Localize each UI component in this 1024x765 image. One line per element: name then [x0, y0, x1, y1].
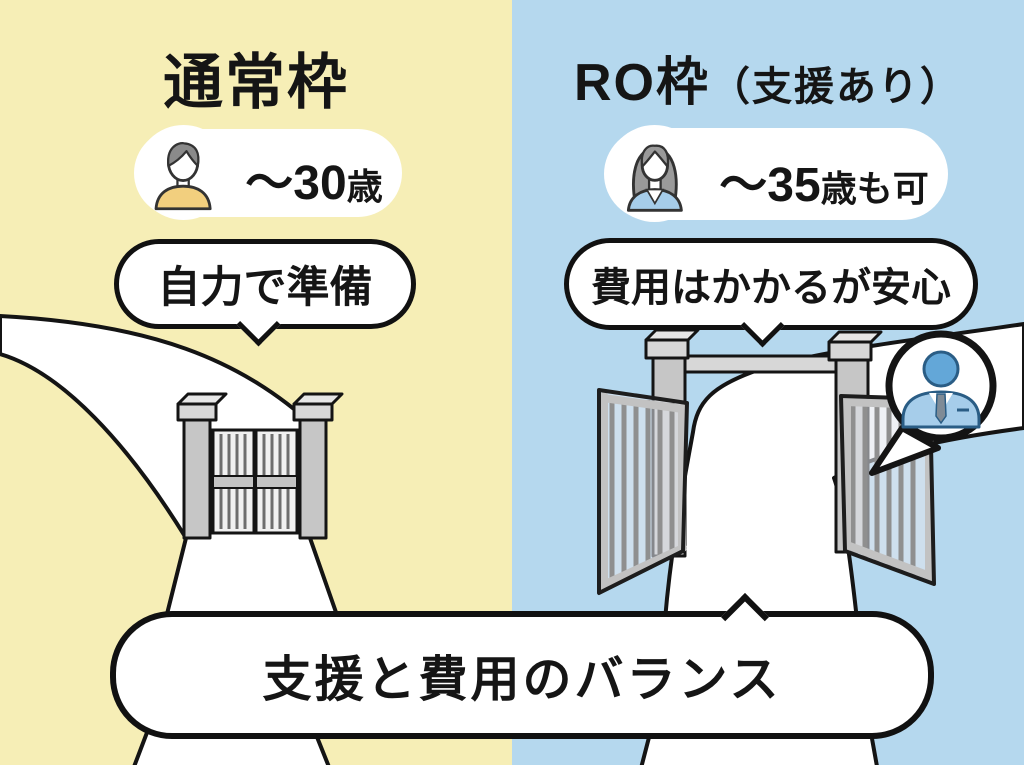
closed-gate-rail-left [212, 475, 255, 489]
open-gate-pillar-cap [644, 338, 690, 360]
left-gate-pillar2-cap [292, 402, 334, 422]
woman-icon [606, 125, 703, 222]
left-speech-bubble: 自力で準備 [114, 239, 416, 347]
left-age-number: 〜30 [245, 157, 347, 210]
open-door-left-bars [609, 396, 675, 584]
right-title-paren: （支援あり） [710, 65, 962, 109]
right-title-main: RO枠 [573, 54, 710, 112]
right-age-suffix: 歳も可 [820, 168, 929, 209]
consultant-agent-icon [901, 350, 981, 429]
right-age-number: 〜35 [719, 159, 821, 212]
bottom-banner-text: 支援と費用のバランス [262, 652, 782, 707]
right-speech-bubble: 費用はかかるが安心 [564, 238, 978, 348]
closed-gate [176, 392, 344, 540]
right-speech-bubble-text: 費用はかかるが安心 [591, 266, 951, 310]
consultant-balloon [869, 330, 997, 476]
open-door-left [597, 388, 689, 595]
consultant-balloon-tail [869, 425, 941, 476]
right-title: RO枠 （支援あり） [512, 40, 1024, 115]
left-speech-bubble-text: 自力で準備 [157, 264, 373, 312]
bottom-banner: 支援と費用のバランス [110, 592, 934, 739]
left-gate-pillar [182, 418, 212, 540]
left-gate-pillar-cap [176, 402, 218, 422]
left-title: 通常枠 [163, 49, 349, 116]
open-gate-crossbar [670, 354, 852, 374]
closed-gate-rail-right [255, 475, 298, 489]
open-gate-pillar2-cap [827, 340, 873, 362]
left-road-upper [0, 314, 340, 620]
left-age-suffix: 歳 [346, 166, 383, 207]
left-gate-pillar2 [298, 418, 328, 540]
young-man-icon [136, 125, 231, 220]
